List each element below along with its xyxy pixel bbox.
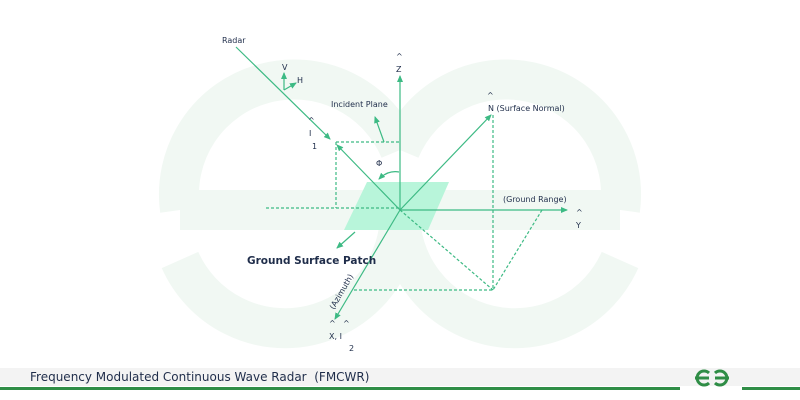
footer-title: Frequency Modulated Continuous Wave Rada… — [30, 370, 370, 384]
phi-angle-arrow — [378, 171, 400, 180]
i1-subscript: 1 — [312, 142, 317, 151]
i1-label: I — [309, 129, 311, 138]
y-hat: ^ — [576, 208, 583, 217]
h-arrow — [283, 82, 297, 91]
patch-arrow — [336, 231, 356, 249]
watermark-logo — [158, 59, 642, 349]
incident-plane-arrow — [374, 116, 385, 143]
phi-label: Φ — [376, 159, 382, 168]
normal-arrow — [399, 114, 492, 211]
n-hat: ^ — [487, 91, 494, 100]
h-label: H — [297, 76, 303, 85]
ground-surface-patch-label: Ground Surface Patch — [247, 255, 376, 267]
radar-label: Radar — [222, 36, 246, 45]
i1-hat: ^ — [308, 116, 315, 125]
z-axis-label: Z — [396, 65, 402, 74]
i2-subscript: 2 — [349, 344, 354, 353]
x-axis-label: X, I — [329, 332, 342, 341]
footer-band — [0, 368, 800, 386]
footer-line-right — [742, 387, 800, 390]
radar-arrow — [235, 46, 331, 140]
guide-lines — [266, 115, 543, 291]
i2-hat: ^ — [343, 319, 350, 328]
x-hat: ^ — [329, 319, 336, 328]
ground-range-label: (Ground Range) — [503, 195, 567, 204]
i1-arrow — [336, 144, 401, 211]
z-hat: ^ — [396, 52, 403, 61]
x-axis — [334, 209, 401, 320]
surface-normal-label: N (Surface Normal) — [488, 104, 565, 113]
incident-plane-label: Incident Plane — [331, 100, 388, 109]
y-axis-label: Y — [575, 221, 581, 230]
footer-line-left — [0, 387, 680, 390]
v-label: V — [282, 63, 288, 72]
